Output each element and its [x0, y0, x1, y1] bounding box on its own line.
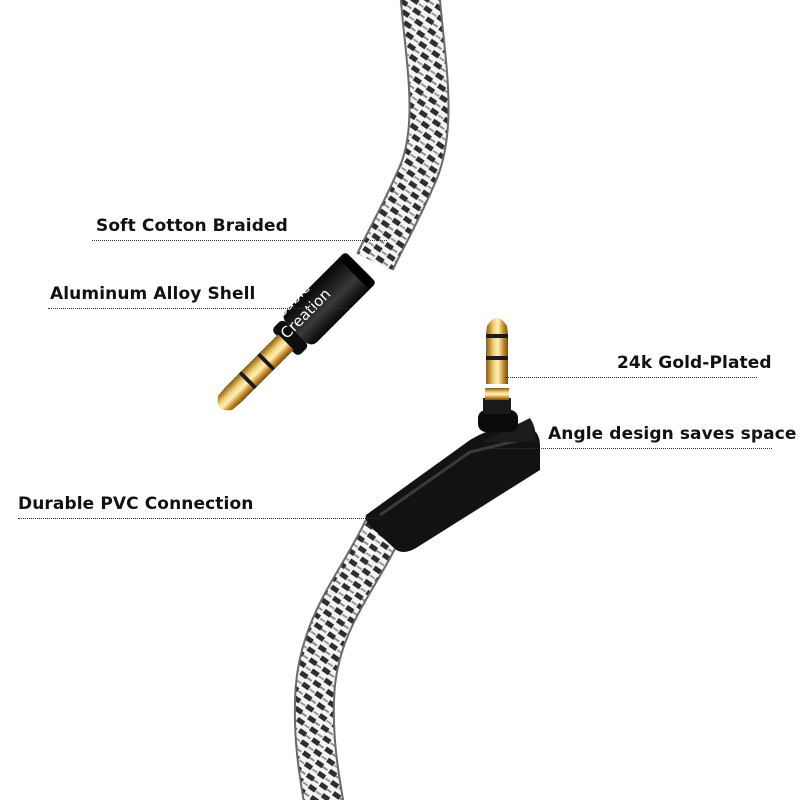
upper-braided-cable [356, 0, 450, 271]
leader-aluminum-shell [48, 308, 350, 309]
callout-angle-design: Angle design saves space [548, 424, 797, 444]
leader-soft-cotton [92, 240, 387, 241]
callout-soft-cotton-braided: Soft Cotton Braided [96, 216, 288, 236]
right-angle-plug [365, 318, 540, 552]
leader-gold-plated [505, 377, 757, 378]
leader-angle-design [490, 448, 772, 449]
callout-24k-gold-plated: 24k Gold-Plated [617, 353, 772, 373]
lower-braided-cable [293, 516, 404, 800]
leader-durable-pvc [18, 518, 380, 519]
callout-aluminum-alloy-shell: Aluminum Alloy Shell [50, 284, 256, 304]
callout-durable-pvc-connection: Durable PVC Connection [18, 494, 254, 514]
